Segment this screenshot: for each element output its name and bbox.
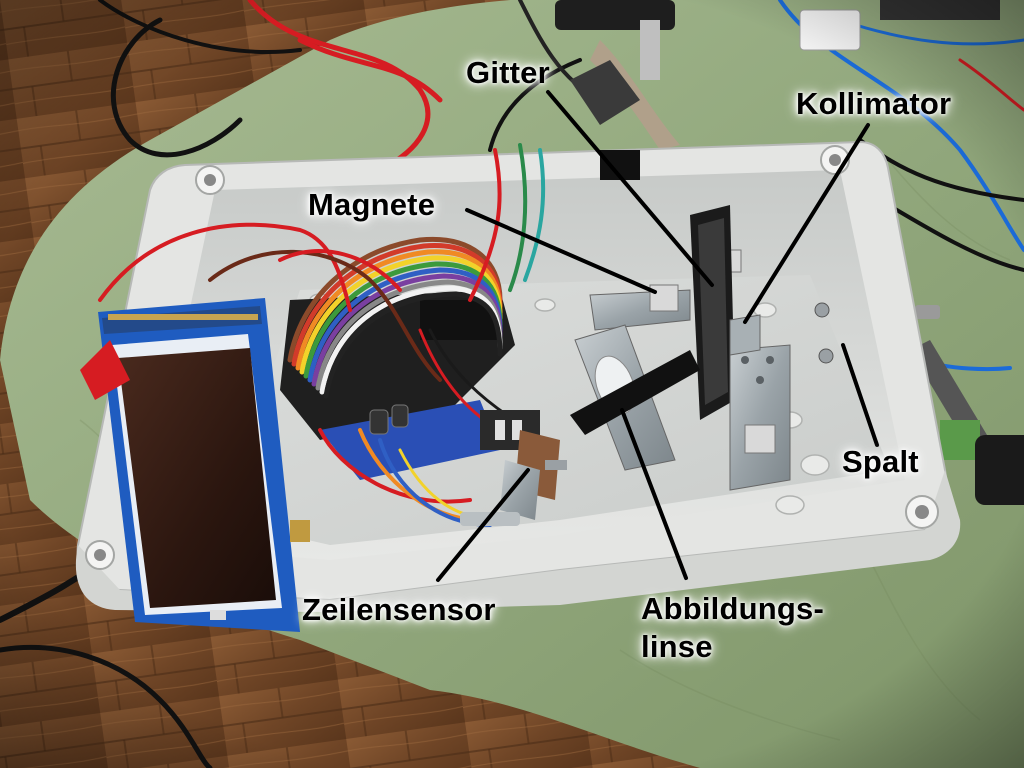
label-gitter: Gitter <box>466 55 550 90</box>
label-abbildungslinse: Abbildungs- linse <box>641 590 824 666</box>
label-spalt: Spalt <box>842 444 919 479</box>
label-kollimator: Kollimator <box>796 86 952 121</box>
label-abbildungslinse-line2: linse <box>641 629 713 664</box>
label-magnete: Magnete <box>308 187 436 222</box>
label-abbildungslinse-line1: Abbildungs- <box>641 591 824 626</box>
label-zeilensensor: Zeilensensor <box>302 592 496 627</box>
